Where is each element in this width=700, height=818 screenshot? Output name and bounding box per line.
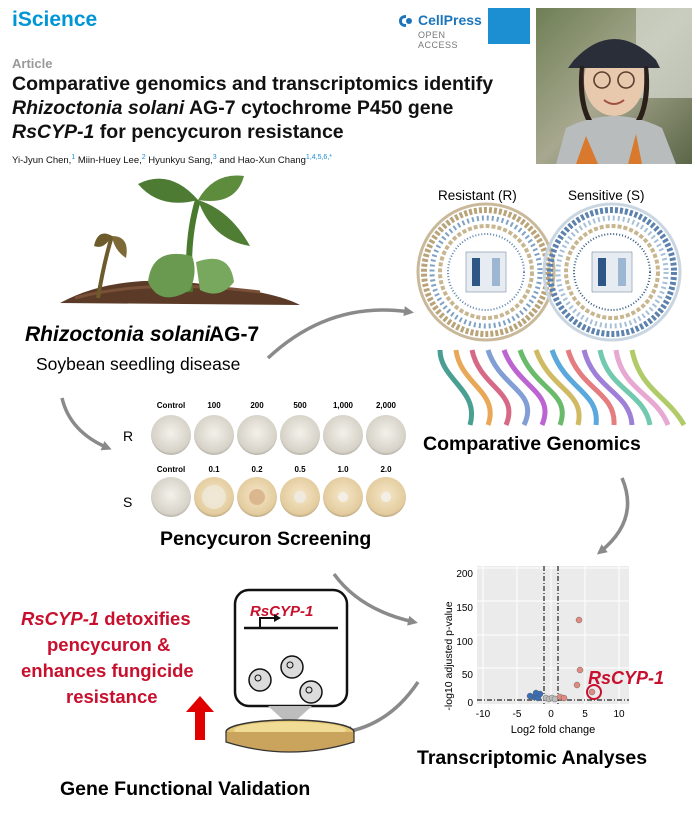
author-name[interactable]: Hyunkyu Sang, xyxy=(145,155,213,167)
conc-label: 0.2 xyxy=(251,465,263,474)
validation-statement-line-3: enhances fungicide xyxy=(21,660,194,681)
article-title: Comparative genomics and transcriptomics… xyxy=(12,72,532,144)
screening-panel: R S Control 100 200 500 1,000 2,000 Cont… xyxy=(123,401,406,517)
open-access-label: OPEN ACCESS xyxy=(418,30,459,50)
author-list: Yi-Jyun Chen,1 Miin-Huey Lee,2 Hyunkyu S… xyxy=(12,154,332,166)
disease-label: Soybean seedling disease xyxy=(36,354,240,374)
cellpress-logo: CellPress OPEN ACCESS xyxy=(398,10,482,50)
row-label-resistant: R xyxy=(123,428,133,444)
title-line-3: RsCYP-1 for pencycuron resistance xyxy=(12,120,532,144)
cellpress-mark-icon xyxy=(399,15,412,27)
conc-label: 1.0 xyxy=(337,465,349,474)
petri-dish xyxy=(151,415,191,455)
x-tick: 0 xyxy=(548,709,554,720)
x-tick: 5 xyxy=(582,709,588,720)
arrow-to-transcriptomics xyxy=(596,477,630,555)
circos-plot-resistant xyxy=(416,202,556,342)
conc-label: 2.0 xyxy=(380,465,392,474)
author-affiliation: 1,4,5,6,* xyxy=(305,154,332,161)
validation-statement-line-4: resistance xyxy=(66,686,158,707)
validation-panel: RsCYP-1 xyxy=(186,588,355,753)
pathogen-strain: AG-7 xyxy=(209,323,259,346)
conc-label: 500 xyxy=(293,401,307,410)
author-name[interactable]: and Hao-Xun Chang xyxy=(216,155,306,167)
title-line-1: Comparative genomics and transcriptomics… xyxy=(12,73,494,95)
soybean-illustration xyxy=(60,175,300,305)
circos-plot-sensitive xyxy=(542,202,682,342)
pencycuron-screening-caption: Pencycuron Screening xyxy=(160,528,371,550)
conc-label: Control xyxy=(157,465,185,474)
pathogen-name: Rhizoctonia solani xyxy=(25,323,212,346)
conc-label: 0.5 xyxy=(294,465,306,474)
author-name[interactable]: Miin-Huey Lee, xyxy=(75,155,142,167)
conc-label: 1,000 xyxy=(333,401,354,410)
arrow-to-validation xyxy=(342,681,420,736)
transcriptomic-analyses-caption: Transcriptomic Analyses xyxy=(417,747,647,769)
arrow-screening-to-transcriptomics xyxy=(332,572,418,626)
conc-label: Control xyxy=(157,401,185,410)
validation-statement-line-2: pencycuron & xyxy=(47,634,170,655)
title-line-2-rest: AG-7 cytochrome P450 gene xyxy=(184,97,454,119)
conc-label: 200 xyxy=(250,401,264,410)
journal-logo: iScience xyxy=(12,8,98,31)
construct-gene-label: RsCYP-1 xyxy=(250,603,313,620)
author-affiliation: 3 xyxy=(212,154,217,161)
petri-dish xyxy=(366,415,406,455)
gene-validation-caption: Gene Functional Validation xyxy=(60,778,310,800)
conc-label: 0.1 xyxy=(208,465,220,474)
up-arrow-icon xyxy=(186,696,214,740)
resistant-label: Resistant (R) xyxy=(438,188,517,203)
volcano-xlabel: Log2 fold change xyxy=(511,724,595,736)
petri-dish xyxy=(237,415,277,455)
arrow-to-genomics xyxy=(266,306,414,360)
sensitive-label: Sensitive (S) xyxy=(568,188,645,203)
author-affiliation: 2 xyxy=(141,154,146,161)
graphical-abstract: Rhizoctonia solani AG-7 Soybean seedling… xyxy=(21,175,687,800)
y-tick: 50 xyxy=(462,670,474,681)
y-tick: 0 xyxy=(467,698,473,709)
x-tick: -10 xyxy=(476,709,491,720)
y-tick: 200 xyxy=(456,569,473,580)
article-type-label: Article xyxy=(12,56,53,71)
arrow-to-screening xyxy=(60,397,112,451)
row-label-sensitive: S xyxy=(123,494,132,510)
x-tick: 10 xyxy=(613,709,625,720)
title-line-3-rest: for pencycuron resistance xyxy=(94,121,344,143)
author-name[interactable]: Yi-Jyun Chen, xyxy=(12,155,72,167)
title-species: Rhizoctonia solani xyxy=(12,97,185,119)
title-gene: RsCYP-1 xyxy=(12,121,95,143)
author-affiliation: 1 xyxy=(71,154,76,161)
author-photo xyxy=(536,8,692,164)
volcano-highlight-label: RsCYP-1 xyxy=(588,668,664,688)
y-tick: 150 xyxy=(456,603,473,614)
conc-label: 100 xyxy=(207,401,221,410)
comparative-genomics-caption: Comparative Genomics xyxy=(423,433,641,455)
conc-label: 2,000 xyxy=(376,401,397,410)
petri-dish xyxy=(280,415,320,455)
x-tick: -5 xyxy=(513,709,522,720)
validation-statement-line-1: RsCYP-1 detoxifies xyxy=(21,608,191,629)
publisher-name: CellPress xyxy=(418,12,482,28)
petri-dish xyxy=(323,415,363,455)
volcano-plot: -log10 adjusted p-value 200 150 100 50 0… xyxy=(443,566,664,736)
petri-dish xyxy=(151,477,191,517)
title-line-2: Rhizoctonia solani AG-7 cytochrome P450 … xyxy=(12,96,532,120)
volcano-ylabel: -log10 adjusted p-value xyxy=(443,601,455,710)
petri-dish xyxy=(194,415,234,455)
brand-block xyxy=(488,8,530,44)
synteny-ribbons xyxy=(437,349,687,427)
highlight-circle xyxy=(586,684,602,700)
y-tick: 100 xyxy=(456,637,473,648)
